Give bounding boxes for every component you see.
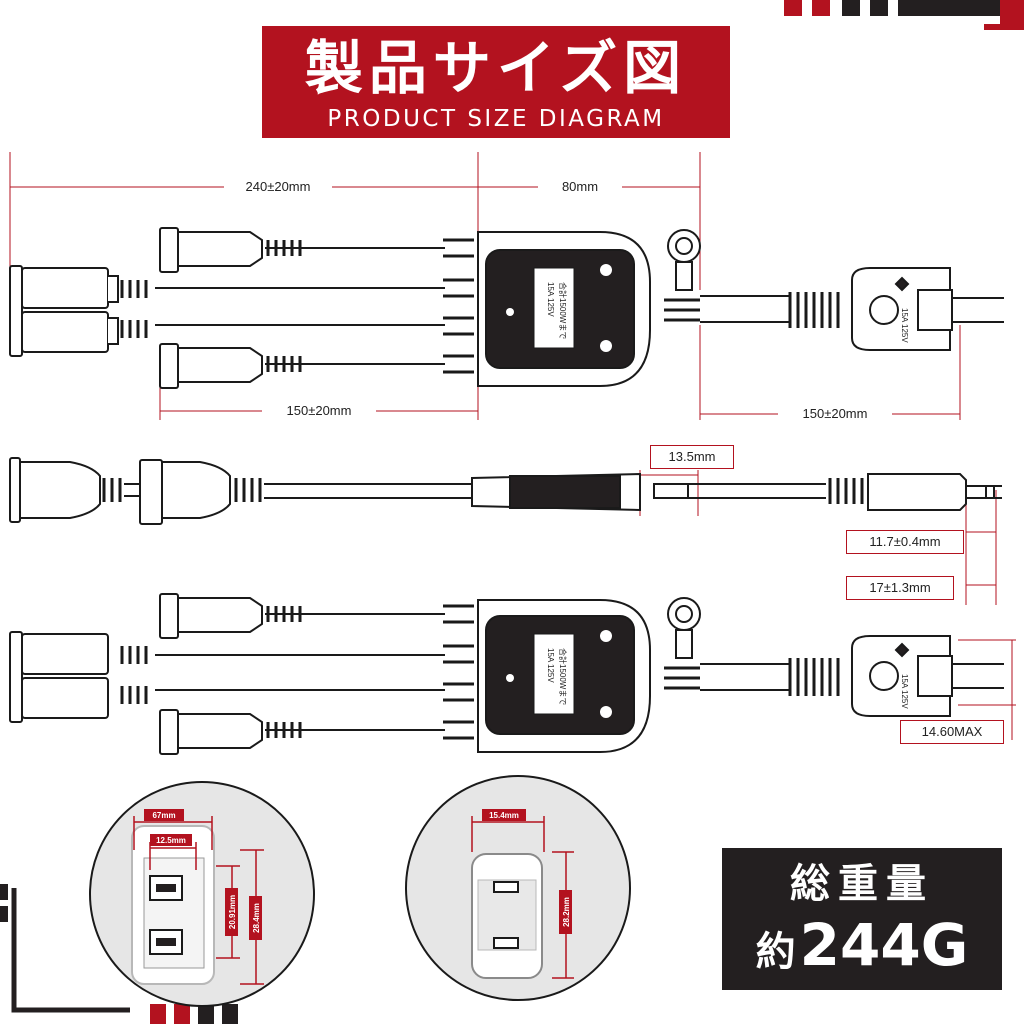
- title-banner: 製品サイズ図 PRODUCT SIZE DIAGRAM: [262, 26, 730, 138]
- hub-rating-top: 15A 125V: [546, 282, 555, 317]
- bottom-view: 15A 125V 合計1500Wまで 15A 125V: [9, 593, 1016, 755]
- top-view: 15A 125V 合計1500Wまで 15A 125V: [9, 152, 1004, 420]
- weight-panel: 総重量 約244G: [722, 848, 1002, 990]
- detail-right: 15.4mm 28.2mm: [405, 775, 631, 1001]
- plug-rating-bottom: 15A 125V: [900, 674, 909, 709]
- page-title: 製品サイズ図: [304, 34, 688, 102]
- detail-right-height: 28.2mm: [562, 897, 571, 927]
- dim-plug-height: 17±1.3mm: [846, 576, 954, 600]
- plug-rating-top: 15A 125V: [900, 308, 909, 343]
- corner-decor-top-right: [784, 0, 1024, 30]
- weight-label: 総重量: [790, 861, 934, 907]
- weight-prefix: 約: [755, 929, 796, 975]
- detail-right-width: 15.4mm: [489, 811, 519, 820]
- side-view: [9, 457, 1002, 605]
- hub-total-top: 合計1500Wまで: [558, 282, 568, 339]
- corner-decor-bottom-left: [0, 884, 238, 1024]
- detail-left-height-total: 28.4mm: [252, 903, 261, 933]
- dim-branch-length: 150±20mm: [262, 400, 376, 422]
- weight-value-line: 約244G: [722, 912, 1002, 985]
- dim-hub-thickness: 13.5mm: [650, 445, 734, 469]
- detail-left-width-inner: 12.5mm: [156, 836, 186, 845]
- hub-rating-bottom: 15A 125V: [546, 648, 555, 683]
- dim-plug-cord-length: 150±20mm: [778, 403, 892, 425]
- hub-label-top: 15A 125V 合計1500Wまで: [546, 282, 568, 339]
- detail-left-height-inner: 20.91mm: [228, 895, 237, 929]
- detail-left: 67mm 12.5mm 20.91mm 28.4mm: [89, 781, 315, 1007]
- dim-plug-max-width: 14.60MAX: [900, 720, 1004, 744]
- weight-value: 244G: [799, 911, 969, 979]
- dim-total-length: 240±20mm: [224, 176, 332, 198]
- detail-left-width-total: 67mm: [152, 811, 175, 820]
- hub-total-bottom: 合計1500Wまで: [558, 648, 568, 705]
- page-subtitle: PRODUCT SIZE DIAGRAM: [327, 106, 665, 132]
- dim-hub-length: 80mm: [538, 176, 622, 198]
- dim-plug-thickness: 11.7±0.4mm: [846, 530, 964, 554]
